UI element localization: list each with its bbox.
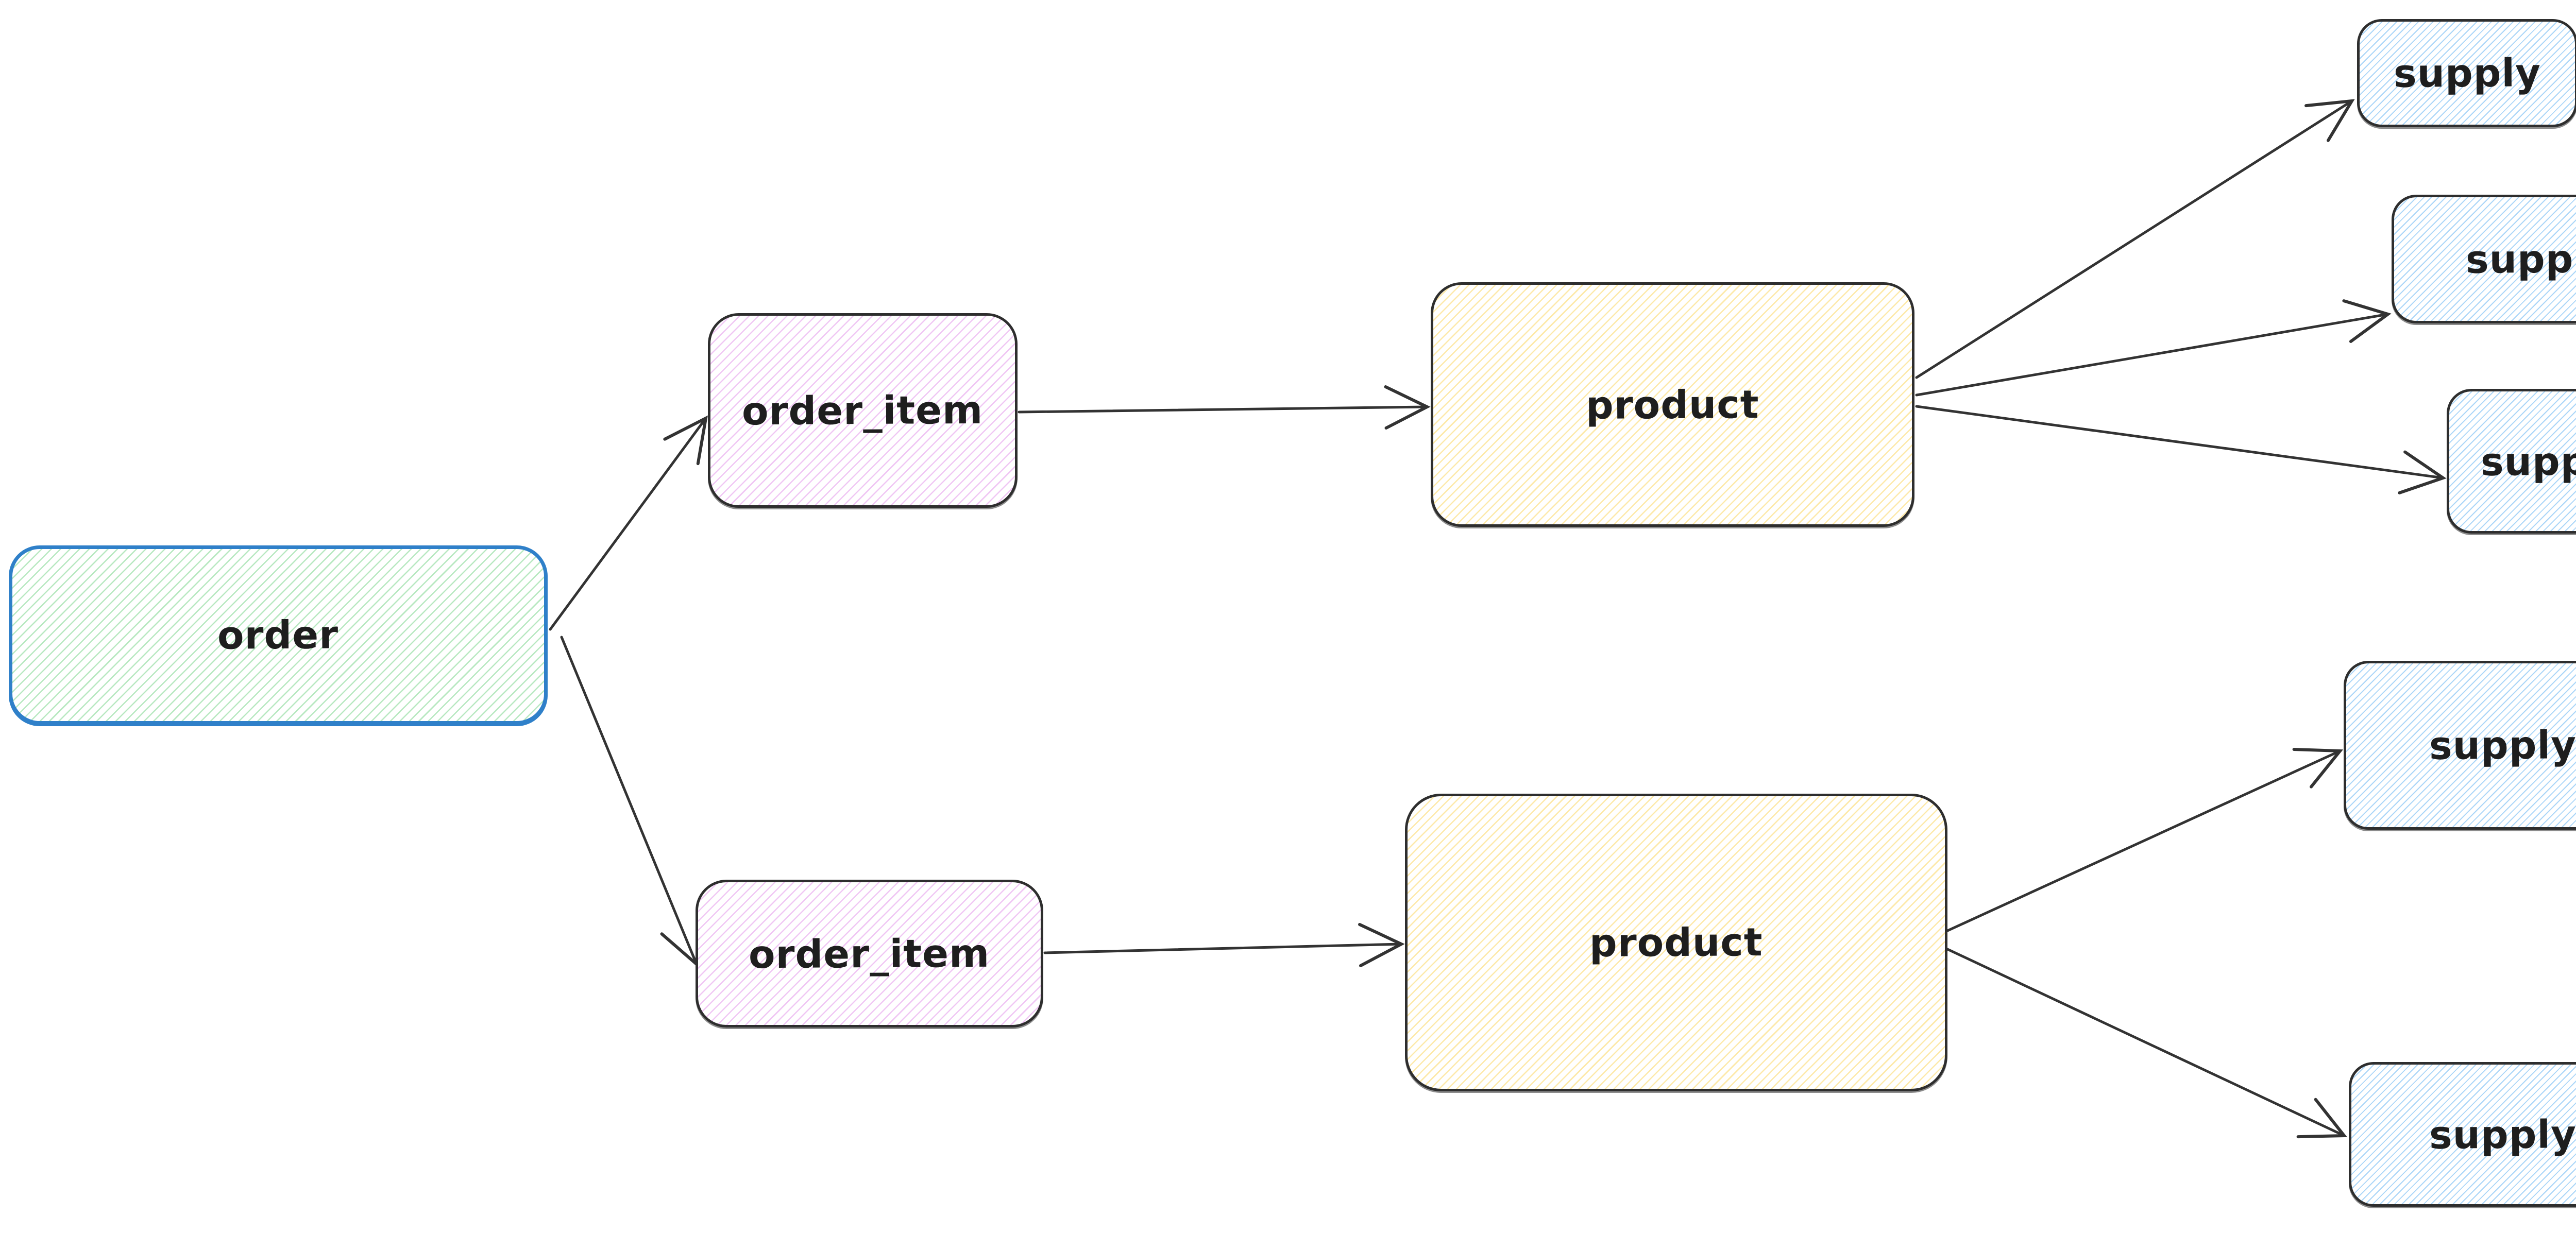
- node-order-item-top[interactable]: order_item: [708, 313, 1018, 508]
- node-product-top-label: product: [1585, 381, 1760, 428]
- node-supply-4[interactable]: supply: [2344, 661, 2576, 830]
- arrow-product-top-to-supply-3[interactable]: [1915, 405, 2447, 494]
- node-supply-1[interactable]: supply: [2357, 19, 2576, 127]
- arrow-order-item-bottom-to-product-bottom[interactable]: [1043, 922, 1405, 967]
- node-product-bottom[interactable]: product: [1405, 794, 1947, 1091]
- node-product-bottom-label: product: [1589, 919, 1764, 966]
- arrow-product-top-to-supply-1[interactable]: [1915, 99, 2355, 379]
- node-order-item-bottom[interactable]: order_item: [696, 880, 1043, 1028]
- arrow-product-bottom-to-supply-4[interactable]: [1945, 747, 2344, 933]
- arrow-order-to-order-item-bottom[interactable]: [560, 636, 702, 968]
- node-supply-4-label: supply: [2429, 722, 2576, 768]
- node-supply-2-label: supply: [2466, 236, 2576, 282]
- node-supply-3[interactable]: supply: [2447, 389, 2576, 534]
- arrow-order-to-order-item-top[interactable]: [549, 415, 708, 631]
- node-order-label: order: [217, 612, 339, 658]
- node-supply-1-label: supply: [2393, 50, 2541, 96]
- node-supply-5[interactable]: supply: [2349, 1062, 2576, 1207]
- node-order-item-bottom-label: order_item: [749, 930, 990, 977]
- node-supply-5-label: supply: [2429, 1111, 2576, 1158]
- node-product-top[interactable]: product: [1431, 282, 1914, 527]
- node-supply-2[interactable]: supply: [2392, 195, 2576, 323]
- node-order[interactable]: order: [9, 545, 548, 725]
- node-supply-3-label: supply: [2480, 438, 2576, 485]
- arrow-order-item-top-to-product-top[interactable]: [1018, 385, 1431, 430]
- arrow-product-bottom-to-supply-5[interactable]: [1945, 947, 2348, 1139]
- node-order-item-top-label: order_item: [742, 387, 984, 434]
- arrow-product-top-to-supply-2[interactable]: [1915, 299, 2392, 397]
